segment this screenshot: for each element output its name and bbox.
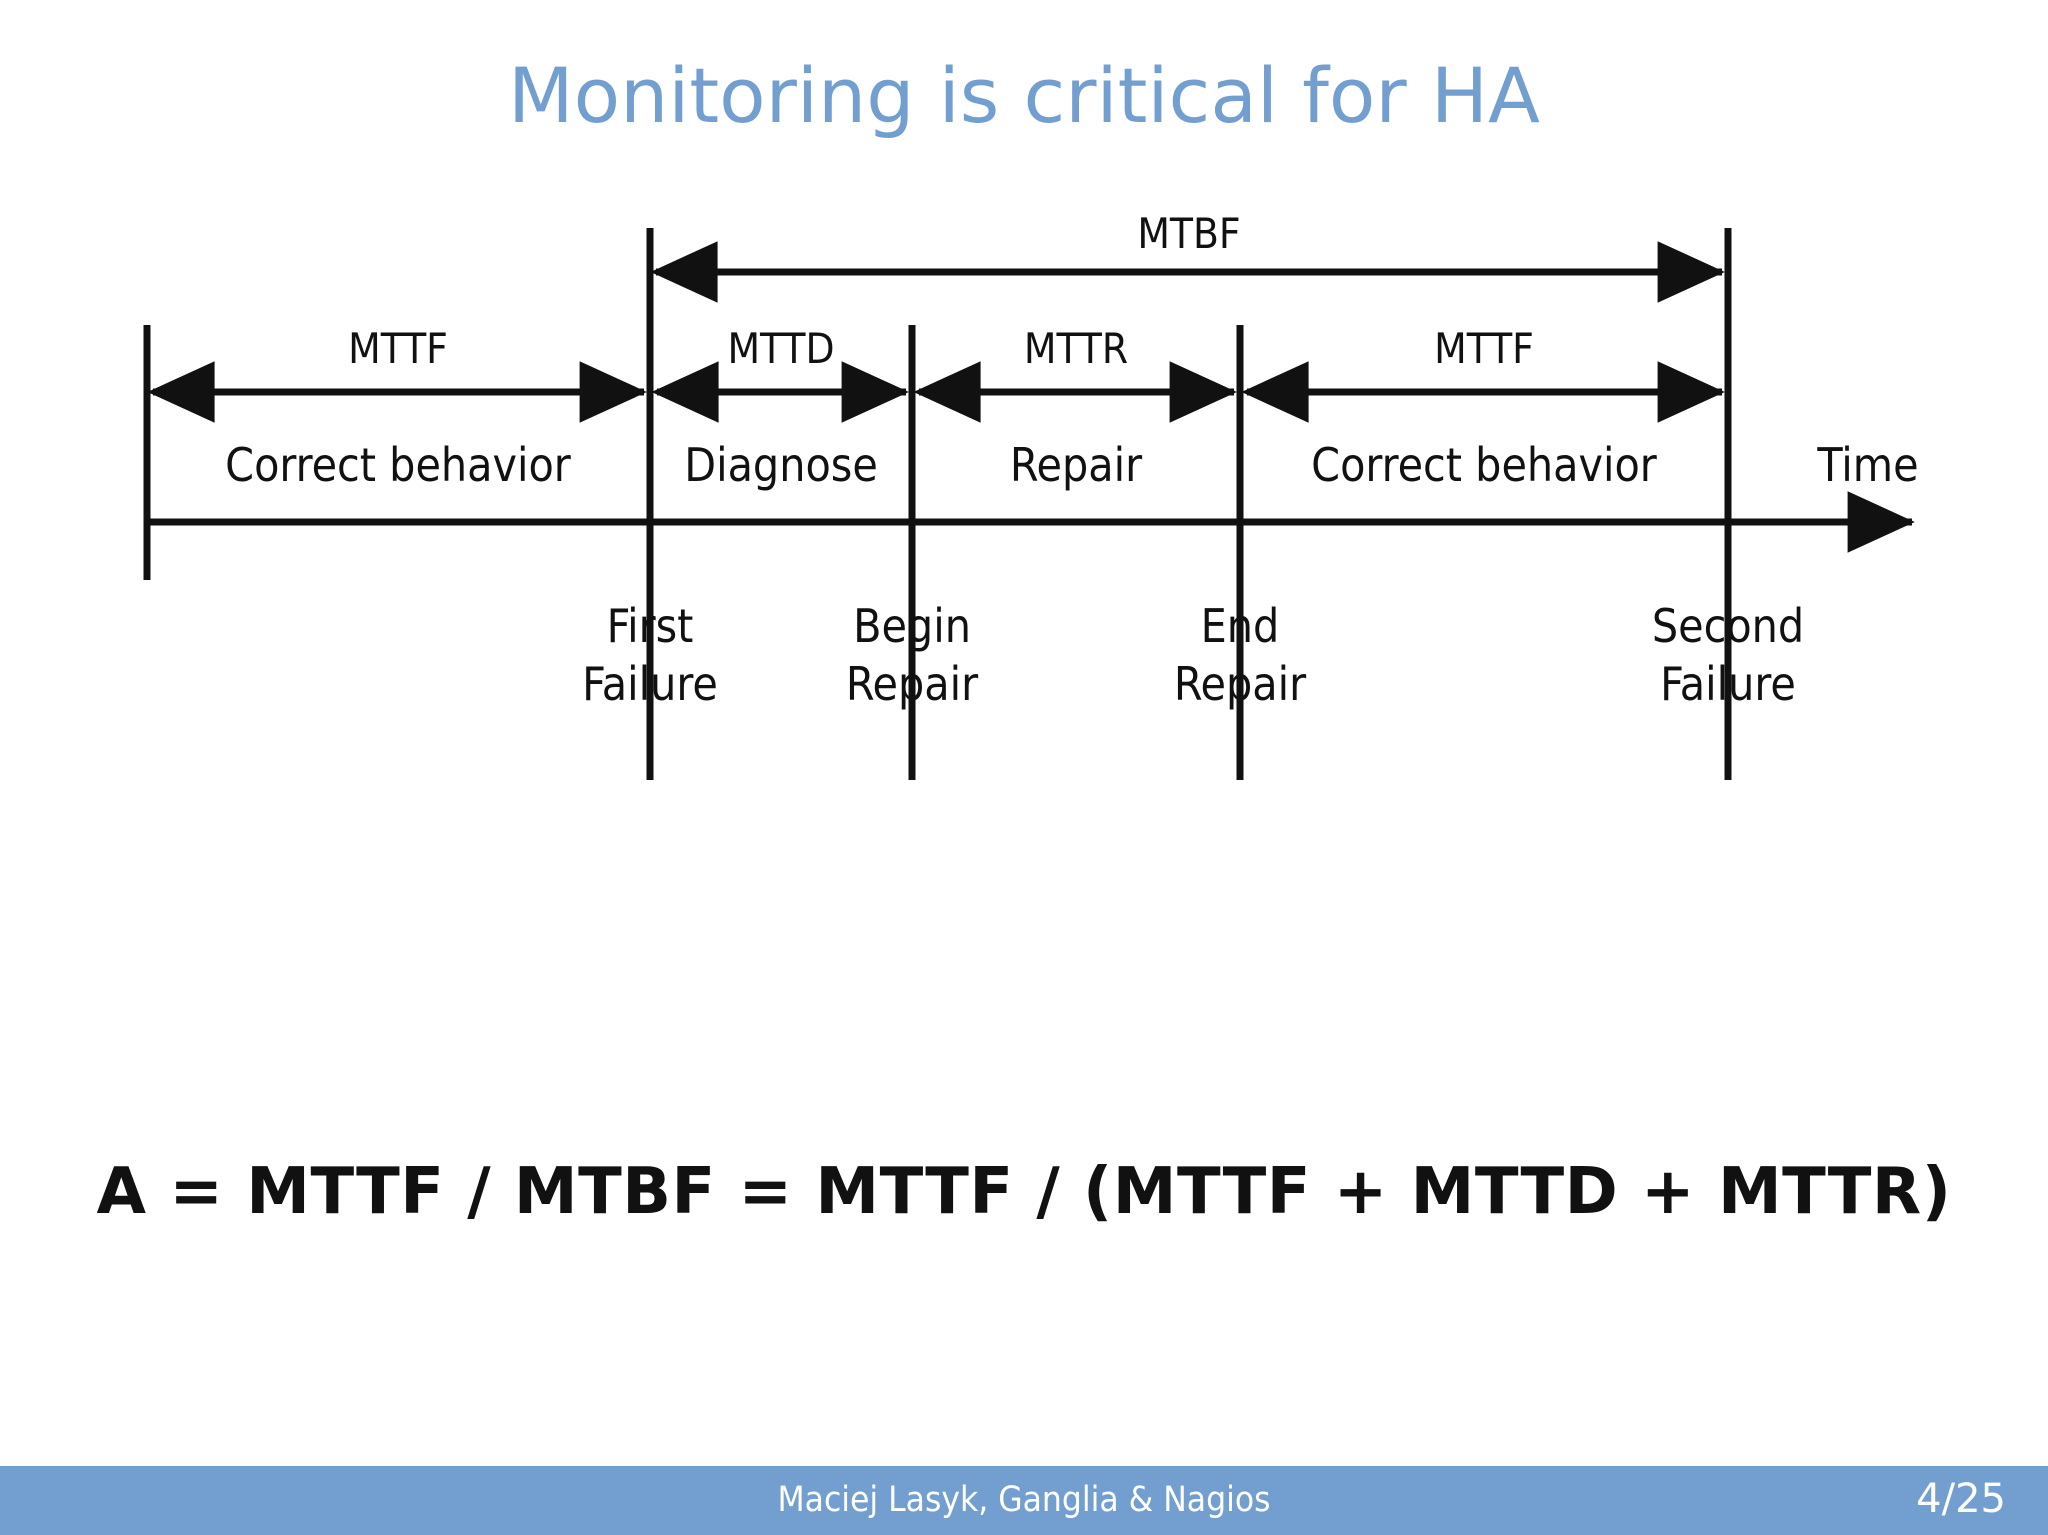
band-label-correct-behavior-1: Correct behavior bbox=[225, 438, 572, 492]
event-label-end-repair-line1: End bbox=[1201, 599, 1280, 653]
span-label-mttd: MTTD bbox=[727, 324, 834, 373]
event-label-first-failure-line1: First bbox=[607, 599, 694, 653]
mtbf-label: MTBF bbox=[1137, 209, 1240, 258]
event-label-second-failure-line2: Failure bbox=[1660, 657, 1796, 711]
footer-author-text: Maciej Lasyk, Ganglia & Nagios bbox=[777, 1480, 1271, 1520]
axis-label-time: Time bbox=[1816, 438, 1918, 492]
span-label-mttf-2: MTTF bbox=[1434, 324, 1534, 373]
event-label-end-repair-line2: Repair bbox=[1174, 657, 1307, 711]
band-label-repair: Repair bbox=[1010, 438, 1143, 492]
event-label-begin-repair-line2: Repair bbox=[846, 657, 979, 711]
page-title: Monitoring is critical for HA bbox=[508, 51, 1540, 140]
event-label-second-failure-line1: Second bbox=[1652, 599, 1804, 653]
availability-formula: A = MTTF / MTBF = MTTF / (MTTF + MTTD + … bbox=[96, 1155, 1952, 1229]
band-label-diagnose: Diagnose bbox=[684, 438, 878, 492]
footer-page-number: 4/25 bbox=[1916, 1476, 2006, 1522]
slide-footer: Maciej Lasyk, Ganglia & Nagios 4/25 bbox=[0, 1466, 2048, 1535]
span-label-mttr: MTTR bbox=[1024, 324, 1128, 373]
mtbf-timeline-diagram: MTBF MTTF MTTD MTTR MTTF Correct behavio… bbox=[0, 200, 2048, 940]
event-label-first-failure-line2: Failure bbox=[582, 657, 718, 711]
event-label-begin-repair-line1: Begin bbox=[853, 599, 971, 653]
band-label-correct-behavior-2: Correct behavior bbox=[1311, 438, 1658, 492]
span-label-mttf-1: MTTF bbox=[348, 324, 448, 373]
